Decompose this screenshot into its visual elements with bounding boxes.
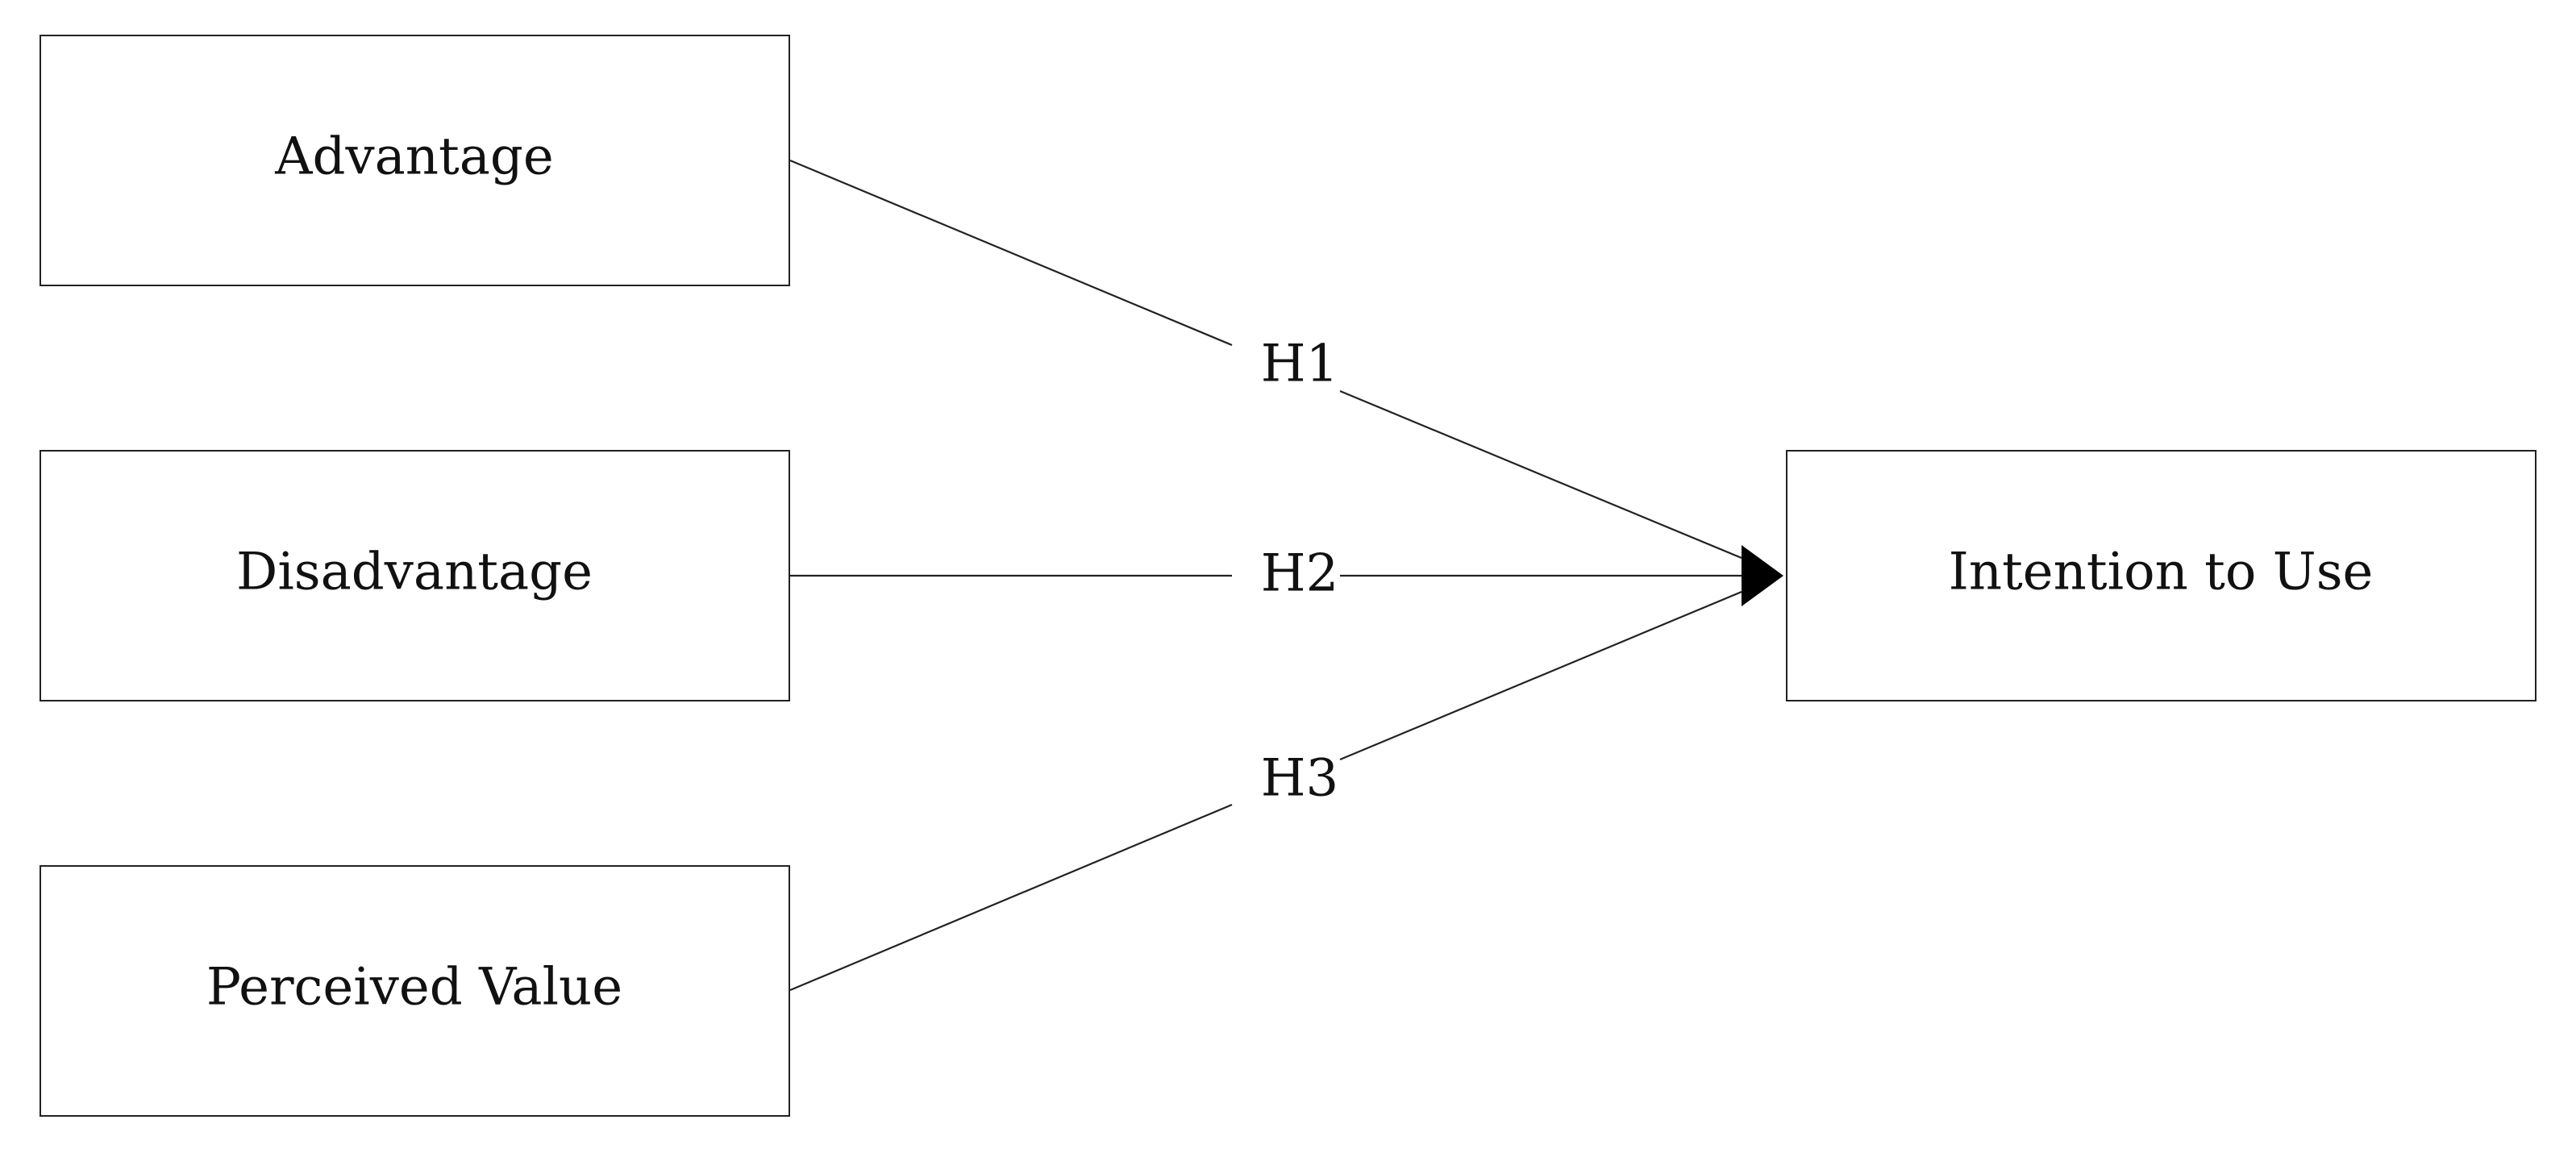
edge-h3-line-a xyxy=(789,803,1233,992)
node-advantage-label: Advantage xyxy=(274,127,553,187)
node-intention-to-use: Intention to Use xyxy=(1786,450,2536,701)
arrowhead-icon xyxy=(1742,545,1783,606)
edge-h3 xyxy=(789,590,1742,992)
node-advantage: Advantage xyxy=(40,35,790,286)
node-perceived-value-label: Perceived Value xyxy=(206,958,622,1018)
node-disadvantage: Disadvantage xyxy=(40,450,790,701)
node-perceived-value: Perceived Value xyxy=(40,865,790,1117)
edge-h1 xyxy=(789,159,1742,560)
edge-h1-line-b xyxy=(1339,389,1742,560)
node-intention-to-use-label: Intention to Use xyxy=(1949,543,2374,602)
edge-label-h2: H2 xyxy=(1261,544,1339,604)
node-disadvantage-label: Disadvantage xyxy=(236,543,593,602)
edge-label-h1: H1 xyxy=(1261,335,1339,394)
edge-h1-line-a xyxy=(789,159,1233,347)
edge-label-h3: H3 xyxy=(1261,749,1339,809)
edge-h3-line-b xyxy=(1339,590,1742,761)
